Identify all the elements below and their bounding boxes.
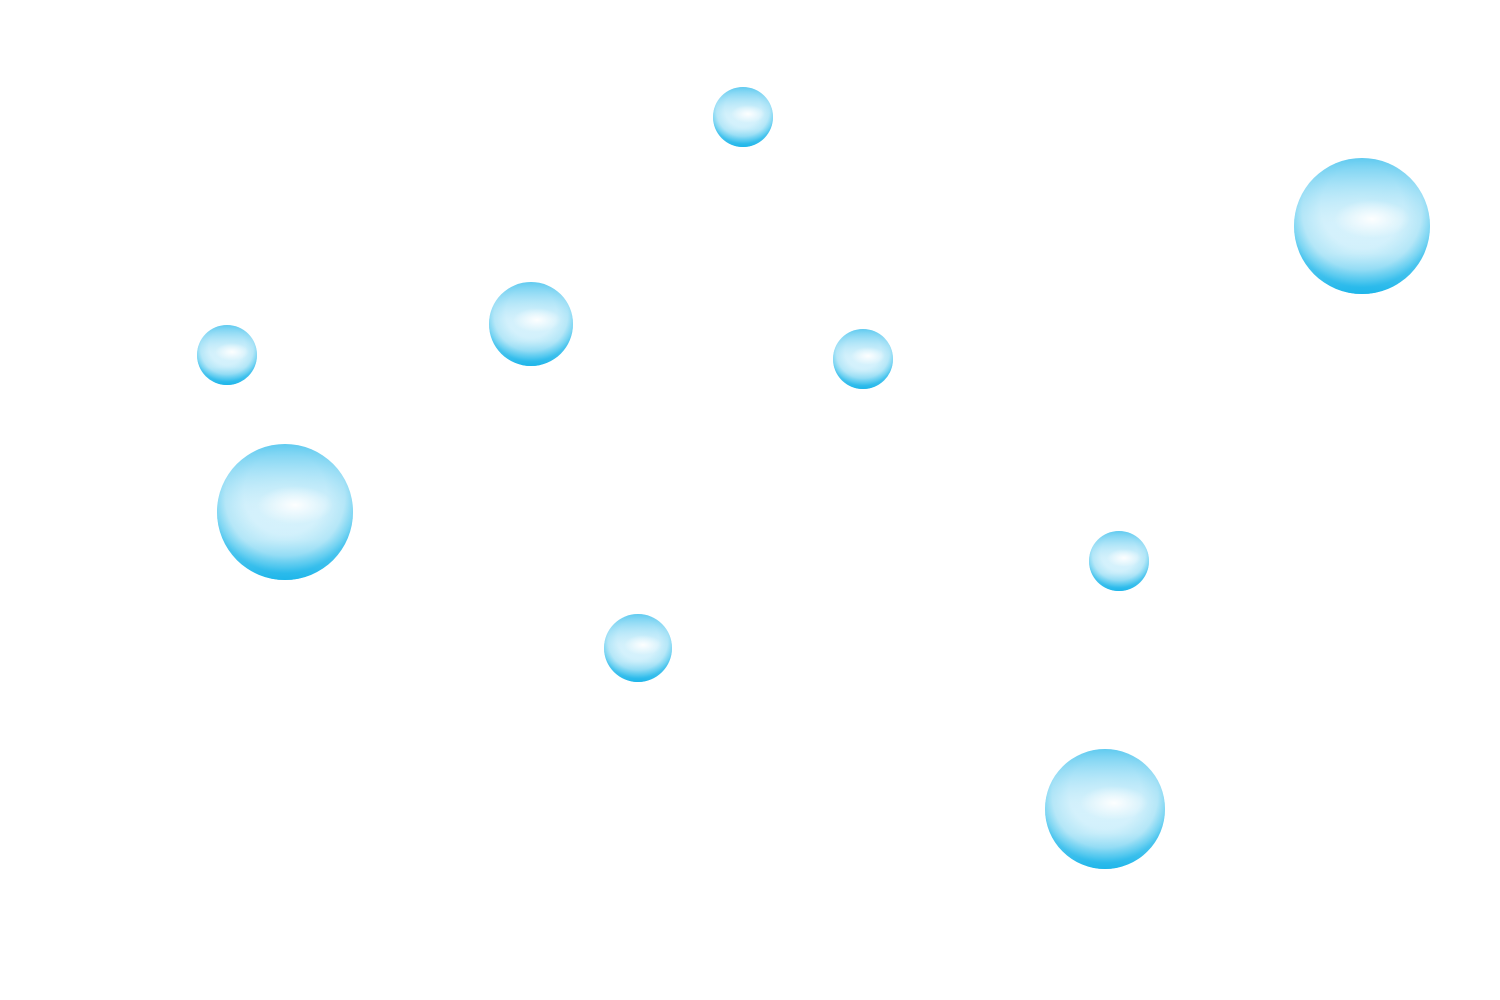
bubble [489, 282, 573, 366]
bubble [604, 614, 672, 682]
bubble [1045, 749, 1165, 869]
bubble [833, 329, 893, 389]
bubble [1089, 531, 1149, 591]
bubble [197, 325, 257, 385]
bubble [1294, 158, 1430, 294]
bubble [217, 444, 353, 580]
bubble [713, 87, 773, 147]
